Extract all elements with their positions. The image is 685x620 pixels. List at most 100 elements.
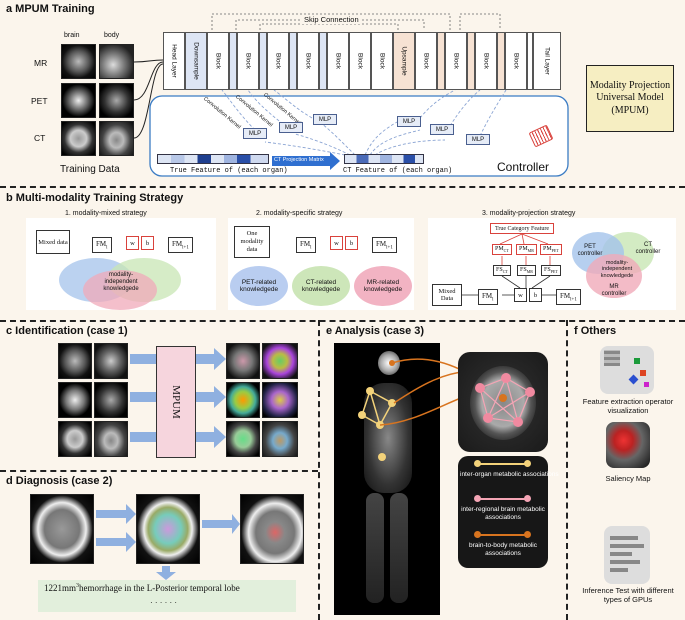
panel-a-connectors: [133, 13, 569, 177]
divider-cd-e: [318, 320, 320, 620]
ct-feature-strip: [344, 154, 424, 164]
c-input-arrows: [130, 348, 180, 448]
d-caption-num: 1221mm: [44, 583, 77, 593]
s1-mixed-data-box: Mixed data: [36, 230, 70, 254]
strategy-1-title: 1. modality-mixed strategy: [65, 210, 147, 217]
s1-fm-l1: FMl+1: [168, 237, 193, 254]
mlp-2: MLP: [279, 122, 303, 133]
s3-b-box: b: [529, 288, 542, 302]
panel-b-title: b Multi-modality Training Strategy: [6, 192, 184, 204]
panel-a-title: a MPUM Training: [6, 3, 95, 15]
c-seg-ct-body: [262, 421, 298, 457]
d-ct-segmented: [136, 494, 200, 564]
block-2: Block: [237, 32, 259, 90]
col-header-brain: brain: [64, 32, 80, 39]
e-legend-dot-yellow-l: [474, 460, 481, 467]
s3-pm-mr: PMMR: [516, 244, 537, 256]
d-ct-input: [30, 494, 94, 564]
true-feature-label: True Feature of (each organ): [170, 167, 288, 175]
e-legend-inter-organ: inter-organ metabolic associations: [460, 471, 559, 478]
pet-brain-image: [61, 83, 96, 118]
divider-e-f: [566, 320, 568, 620]
skip-connection-label: Skip Connection: [302, 15, 361, 24]
block-10: Block: [475, 32, 497, 90]
s3-mr-ellipse: [586, 254, 642, 298]
mr-brain-image: [61, 44, 96, 79]
downsample-block: Downsample: [185, 32, 207, 90]
panel-e-title: e Analysis (case 3): [326, 325, 425, 337]
pet-body-image: [99, 83, 134, 118]
d-ct-diagnosis: [240, 494, 304, 564]
d-caption-box: [38, 580, 296, 612]
e-legend-line-yellow: [478, 463, 528, 465]
mlp-6: MLP: [466, 134, 490, 145]
s3-fm-l: FMl: [478, 289, 498, 306]
e-legend-brain-to-body: brain-to-body metabolic associations: [469, 542, 537, 557]
ct-body-image: [99, 121, 134, 156]
s2-mr-ellipse: MR-related knowledgede: [354, 266, 412, 306]
projection-matrix-label: CT Projection Matrix: [274, 157, 324, 163]
c-seg-pet-body: [262, 382, 298, 418]
block-11: Block: [505, 32, 527, 90]
e-pet-body-image: [334, 343, 440, 615]
s3-ct-label: CT controller: [635, 242, 661, 255]
row-label-pet: PET: [31, 96, 48, 106]
s1-b-box: b: [141, 236, 154, 250]
s2-ct-ellipse: CT-related knowledgede: [292, 266, 350, 306]
c-seg-ct-brain: [226, 421, 260, 457]
block-10-sep: [497, 32, 505, 90]
block-9: Block: [445, 32, 467, 90]
s1-ellipse-label: modality-independent knowledgede: [103, 272, 139, 293]
e-legend-dot-yellow-r: [524, 460, 531, 467]
block-3-sep: [289, 32, 297, 90]
row-label-mr: MR: [34, 58, 48, 68]
mpum-model-box: Modality Projection Universal Model (MPU…: [586, 65, 674, 132]
block-1-sep: [229, 32, 237, 90]
s2-fm-l1: FMl+1: [372, 237, 397, 254]
s3-w-box: w: [514, 288, 527, 302]
block-8-sep: [437, 32, 445, 90]
strategy-3-title: 3. modality-projection strategy: [482, 210, 576, 217]
tail-layer-block: Tail Layer: [533, 32, 561, 90]
d-arrows: [96, 504, 240, 580]
e-legend-dot-orange-r: [524, 531, 531, 538]
mr-body-image: [99, 44, 134, 79]
mlp-3: MLP: [313, 114, 337, 125]
s2-pet-ellipse: PET-related knowledgede: [230, 266, 288, 306]
s3-center-label: modality-independent knowledgede: [600, 260, 634, 279]
e-legend-dot-pink-l: [474, 495, 481, 502]
mlp-4: MLP: [397, 116, 421, 127]
controller-label: Controller: [497, 160, 550, 174]
block-4-sep: [319, 32, 327, 90]
block-12: [527, 32, 533, 90]
e-legend-line-pink: [478, 498, 528, 500]
e-legend-dot-orange-l: [474, 531, 481, 538]
training-data-label: Training Data: [60, 164, 120, 175]
c-seg-mr-brain: [226, 343, 260, 379]
d-caption-ellipsis: · · · · · ·: [150, 598, 178, 607]
s2-w-box: w: [330, 236, 343, 250]
c-mr-body: [94, 343, 128, 379]
e-brain-graph: [475, 373, 535, 427]
block-9-sep: [467, 32, 475, 90]
c-seg-mr-body: [262, 343, 298, 379]
s3-connectors: [462, 233, 556, 296]
s3-mr-label: MR controller: [601, 284, 627, 297]
row-label-ct: CT: [34, 133, 46, 143]
s3-pet-label: PET controller: [577, 244, 603, 257]
s3-pm-pet: PMPET: [540, 244, 562, 256]
ct-brain-image: [61, 121, 96, 156]
s1-w-box: w: [126, 236, 139, 250]
d-caption-sup: 3: [76, 583, 80, 589]
c-ct-brain: [58, 421, 92, 457]
divider-b-c: [0, 320, 685, 322]
mlp-5: MLP: [430, 124, 454, 135]
c-output-arrows: [196, 348, 226, 448]
f-saliency-label: Saliency Map: [605, 474, 651, 483]
ct-feature-label: CT Feature of (each organ): [343, 167, 453, 175]
c-mpum-box: MPUM: [156, 346, 196, 458]
block-6: Block: [349, 32, 371, 90]
e-legend-line-orange: [478, 534, 528, 536]
f-gpu-test-label: Inference Test with different types of G…: [582, 586, 674, 605]
mlp-1: MLP: [243, 128, 267, 139]
